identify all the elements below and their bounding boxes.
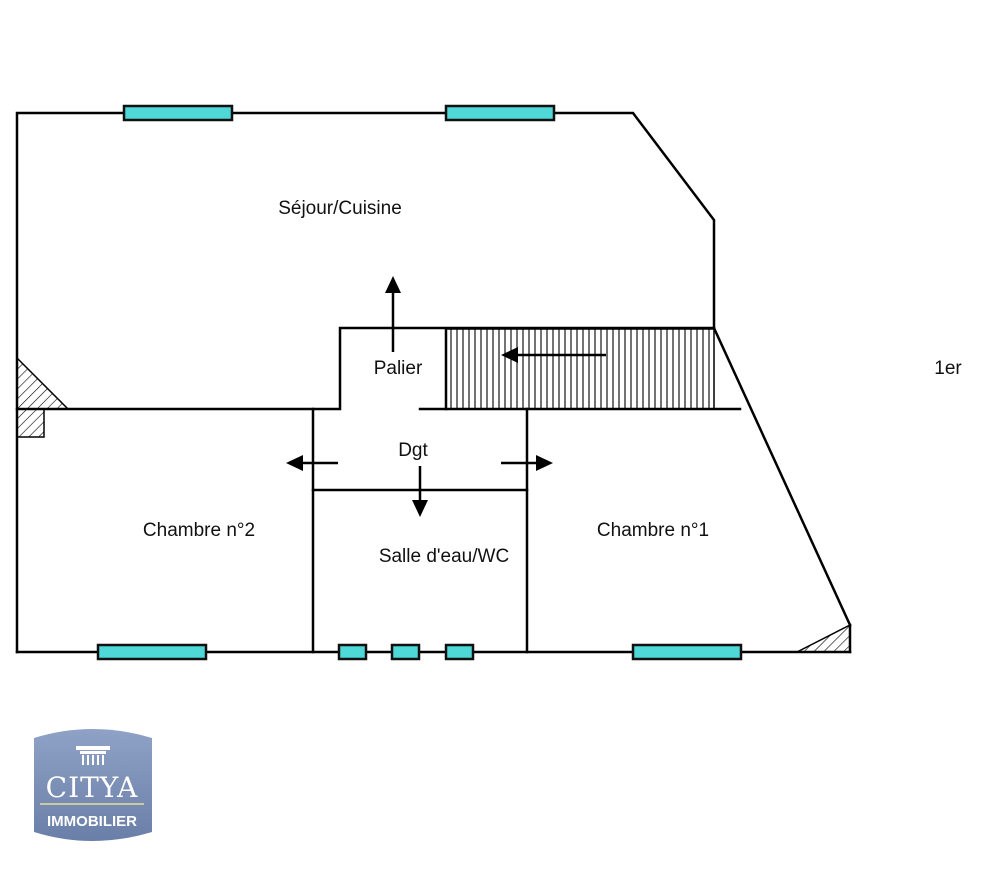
arrow-right-icon — [501, 455, 553, 471]
logo-subtitle: IMMOBILIER — [47, 813, 137, 830]
windows — [96, 104, 743, 661]
window-top-left — [122, 104, 234, 122]
room-label-salle-eau: Salle d'eau/WC — [379, 546, 509, 567]
room-label-sejour: Séjour/Cuisine — [278, 198, 402, 219]
room-label-palier: Palier — [374, 358, 423, 379]
citya-logo: CITYA IMMOBILIER — [34, 729, 152, 841]
staircase — [444, 327, 715, 411]
window-salle-eau-1 — [337, 643, 368, 661]
hatched-corners — [16, 356, 851, 653]
room-label-chambre2: Chambre n°2 — [143, 520, 255, 541]
room-label-chambre1: Chambre n°1 — [597, 520, 709, 541]
floor-label: 1er — [934, 358, 962, 379]
window-chambre2 — [96, 643, 208, 661]
arrow-up-icon — [385, 276, 401, 352]
window-top-right — [444, 104, 556, 122]
arrow-down-icon — [412, 466, 428, 517]
window-chambre1 — [631, 643, 743, 661]
room-label-dgt: Dgt — [398, 440, 428, 461]
window-salle-eau-2 — [390, 643, 421, 661]
arrow-left-icon — [286, 455, 338, 471]
column-icon — [76, 746, 110, 765]
logo-brand: CITYA — [46, 771, 139, 804]
outer-walls — [15, 111, 852, 654]
arrow-left-stairs-icon — [501, 347, 606, 363]
window-salle-eau-3 — [444, 643, 475, 661]
